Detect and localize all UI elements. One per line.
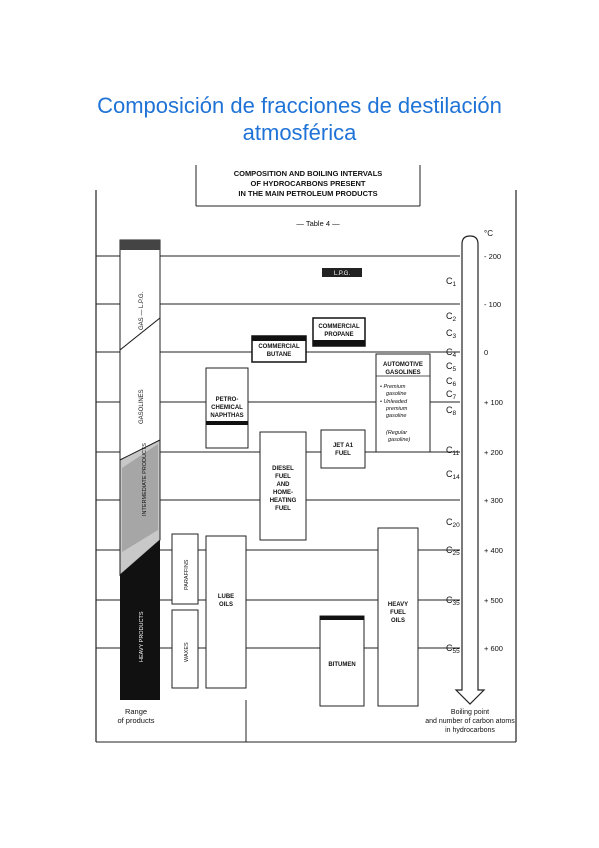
temperature-label: + 300 <box>484 496 503 505</box>
carbon-label: C20 <box>446 517 460 529</box>
temperature-label: - 200 <box>484 252 501 261</box>
temperature-arrow: °C <box>454 229 493 705</box>
carbon-label: C3 <box>446 328 457 340</box>
temperature-labels: - 200 - 100 0 + 100 + 200 + 300 + 400 + 500 + 60… <box>484 252 503 653</box>
heavy-fuel-line-2: FUEL <box>390 610 406 616</box>
lube-oils-line-2: OILS <box>219 602 233 608</box>
carbon-label: C11 <box>446 445 460 457</box>
carbon-label: C1 <box>446 276 457 288</box>
figure-frame <box>95 190 517 743</box>
jet-a1-line-1: JET A1 <box>333 443 354 449</box>
diesel-line-6: FUEL <box>275 506 291 512</box>
naphthas-line-3: NAPHTHAS <box>210 413 243 419</box>
commercial-butane-box: COMMERCIAL BUTANE <box>251 335 307 363</box>
carbon-label: C6 <box>446 376 457 388</box>
lpg-box: L.P.G. <box>322 268 362 277</box>
waxes-label: WAXES <box>184 642 190 662</box>
temperature-label: + 500 <box>484 596 503 605</box>
automotive-gasolines-box: AUTOMOTIVE GASOLINES • Premium gasoline … <box>375 353 431 453</box>
axis-footer-3: in hydrocarbons <box>445 727 495 734</box>
carbon-label: C25 <box>446 545 460 557</box>
commercial-propane-line-1: COMMERCIAL <box>318 324 360 330</box>
diesel-line-1: DIESEL <box>272 466 294 472</box>
temperature-label: + 100 <box>484 398 503 407</box>
carbon-label: C7 <box>446 389 457 401</box>
gasoline-note-unleaded: • Unleaded <box>380 399 408 405</box>
range-bar: GAS — L.P.G. GASOLINES INTERMEDIATE PROD… <box>119 239 161 700</box>
gasoline-note-unleaded-3: gasoline <box>386 413 407 419</box>
automotive-gasolines-line-2: GASOLINES <box>385 370 420 376</box>
heavy-fuel-line-1: HEAVY <box>388 602 408 608</box>
slide-title: Composición de fracciones de destilación… <box>97 93 502 145</box>
naphthas-line-1: PETRO- <box>216 397 239 403</box>
table-label: — Table 4 — <box>296 219 340 228</box>
gasoline-note-regular: (Regular <box>386 430 408 436</box>
range-group-intermediate: INTERMEDIATE PRODUCTS <box>142 443 148 516</box>
bitumen-box: BITUMEN <box>319 615 365 707</box>
temperature-label: - 100 <box>484 300 501 309</box>
temperature-label: + 400 <box>484 546 503 555</box>
naphthas-line-2: CHEMICAL <box>211 405 243 411</box>
gasoline-note-premium-2: gasoline <box>386 391 407 397</box>
temperature-unit: °C <box>484 229 493 238</box>
bitumen-label: BITUMEN <box>328 662 355 668</box>
automotive-gasolines-line-1: AUTOMOTIVE <box>383 362 423 368</box>
temperature-label: + 200 <box>484 448 503 457</box>
header-line-3: IN THE MAIN PETROLEUM PRODUCTS <box>238 189 377 198</box>
carbon-label: C8 <box>446 405 457 417</box>
heavy-fuel-oils-box: HEAVY FUEL OILS <box>377 527 419 707</box>
petrochemical-naphthas-box: PETRO- CHEMICAL NAPHTHAS <box>205 367 249 449</box>
gasoline-note-premium: • Premium <box>380 384 406 390</box>
paraffins-label: PARAFFINS <box>184 559 190 590</box>
range-group-gas: GAS — L.P.G. <box>139 291 145 330</box>
gasoline-note-regular-2: gasoline) <box>388 437 410 443</box>
commercial-propane-box: COMMERCIAL PROPANE <box>312 317 366 347</box>
range-footer-2: of products <box>117 716 154 725</box>
carbon-label: C2 <box>446 311 457 323</box>
temperature-label: 0 <box>484 348 488 357</box>
carbon-label: C35 <box>446 595 460 607</box>
carbon-label: C4 <box>446 347 457 359</box>
jet-a1-box: JET A1 FUEL <box>320 429 366 469</box>
commercial-propane-line-2: PROPANE <box>324 332 353 338</box>
lube-oils-box: LUBE OILS <box>205 535 247 689</box>
carbon-label: C55 <box>446 643 460 655</box>
range-group-gasolines: GASOLINES <box>139 389 145 424</box>
heavy-fuel-line-3: OILS <box>391 618 405 624</box>
jet-a1-line-2: FUEL <box>335 451 351 457</box>
commercial-butane-line-1: COMMERCIAL <box>258 344 300 350</box>
range-group-heavy: HEAVY PRODUCTS <box>139 611 145 662</box>
axis-footer-2: and number of carbon atoms <box>425 718 515 725</box>
lpg-label: L.P.G. <box>334 271 351 277</box>
diesel-line-5: HEATING <box>270 498 297 504</box>
lube-oils-line-1: LUBE <box>218 594 234 600</box>
paraffins-box: PARAFFINS <box>171 533 199 605</box>
axis-footer-1: Boiling point <box>451 709 489 716</box>
carbon-label: C14 <box>446 469 460 481</box>
range-footer-1: Range <box>125 707 147 716</box>
diesel-line-4: HOME- <box>273 490 293 496</box>
carbon-label: C5 <box>446 361 457 373</box>
temperature-label: + 600 <box>484 644 503 653</box>
waxes-box: WAXES <box>171 609 199 689</box>
gasoline-note-unleaded-2: premium <box>385 406 408 412</box>
diesel-line-2: FUEL <box>275 474 291 480</box>
header-line-2: OF HYDROCARBONS PRESENT <box>250 179 365 188</box>
table-header: COMPOSITION AND BOILING INTERVALS OF HYD… <box>195 165 421 228</box>
diesel-box: DIESEL FUEL AND HOME- HEATING FUEL <box>259 431 307 541</box>
diesel-line-3: AND <box>277 482 291 488</box>
commercial-butane-line-2: BUTANE <box>267 352 292 358</box>
header-line-1: COMPOSITION AND BOILING INTERVALS <box>234 169 383 178</box>
